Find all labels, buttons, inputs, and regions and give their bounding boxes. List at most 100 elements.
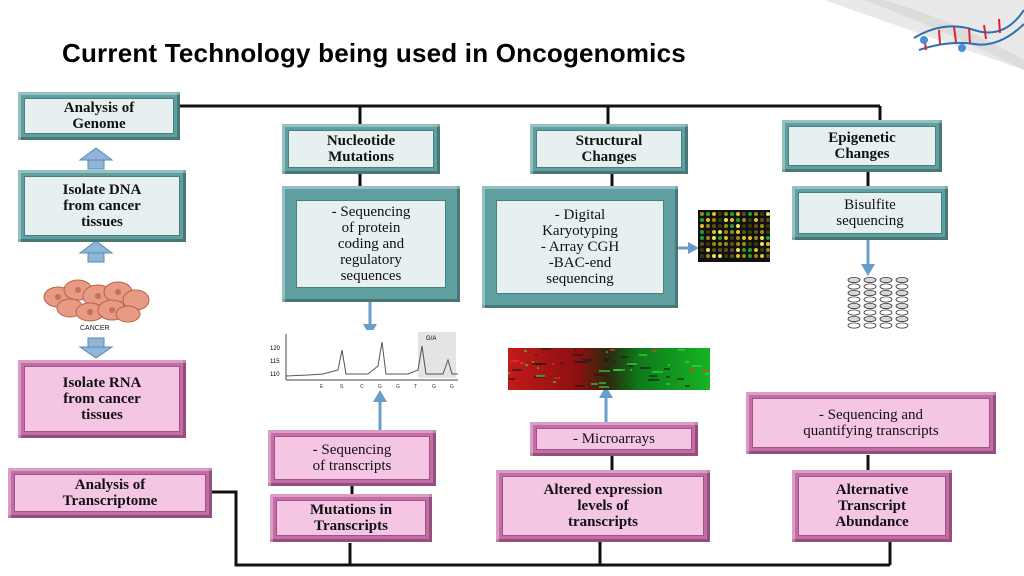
heatmap-stripe bbox=[677, 378, 684, 380]
structural-changes-label: Structural Changes bbox=[536, 130, 682, 168]
chromatin-bead bbox=[879, 296, 893, 303]
isolate-rna-label: Isolate RNA from cancer tissues bbox=[24, 366, 180, 432]
array-spot bbox=[700, 248, 704, 252]
array-spot bbox=[754, 230, 758, 234]
chromatin-bead bbox=[847, 277, 861, 283]
analysis-of-transcriptome-label: Analysis of Transcriptome bbox=[14, 474, 206, 512]
chromatin-bead bbox=[847, 302, 861, 309]
heatmap-stripe bbox=[668, 364, 670, 366]
heatmap-stripe bbox=[640, 367, 651, 369]
chromatin-bead bbox=[895, 322, 909, 329]
array-spot bbox=[706, 248, 710, 252]
array-spot bbox=[736, 212, 740, 216]
array-spot bbox=[718, 236, 722, 240]
array-spot bbox=[712, 224, 716, 228]
chromatin-bead bbox=[879, 316, 893, 323]
array-spot bbox=[718, 254, 722, 258]
array-spot bbox=[706, 236, 710, 240]
heatmap-stripe bbox=[574, 349, 576, 351]
chromatin-bead bbox=[895, 283, 909, 290]
array-spot bbox=[706, 212, 710, 216]
array-spot bbox=[736, 230, 740, 234]
array-spot bbox=[706, 218, 710, 222]
heatmap-stripe bbox=[536, 375, 545, 377]
array-spot bbox=[730, 236, 734, 240]
heatmap-stripe bbox=[614, 369, 625, 371]
heatmap-stripe bbox=[512, 369, 522, 371]
array-spot bbox=[742, 248, 746, 252]
array-spot bbox=[748, 224, 752, 228]
array-spot bbox=[754, 218, 758, 222]
array-spot bbox=[742, 242, 746, 246]
heatmap-stripe bbox=[599, 382, 606, 384]
chromatin-bead bbox=[847, 309, 861, 316]
array-spot bbox=[742, 254, 746, 258]
heatmap-stripe bbox=[689, 369, 695, 371]
array-spot bbox=[754, 224, 758, 228]
sequencing-transcripts-label: - Sequencing of transcripts bbox=[274, 436, 430, 480]
array-spot bbox=[766, 236, 770, 240]
heatmap-stripe bbox=[511, 360, 519, 362]
array-spot bbox=[760, 224, 764, 228]
sequencing-protein-box: - Sequencing of protein coding and regul… bbox=[282, 186, 460, 302]
array-spot bbox=[724, 248, 728, 252]
array-spot bbox=[730, 248, 734, 252]
sequencing-protein-label: - Sequencing of protein coding and regul… bbox=[296, 200, 446, 288]
mutations-in-transcripts-box: Mutations in Transcripts bbox=[270, 494, 432, 542]
chromatogram-base: C bbox=[360, 384, 364, 390]
heatmap-stripe bbox=[582, 359, 593, 361]
array-spot bbox=[736, 218, 740, 222]
chromatin-bead bbox=[879, 289, 893, 296]
array-spot bbox=[748, 212, 752, 216]
epigenetic-changes-box: Epigenetic Changes bbox=[782, 120, 942, 172]
heatmap-stripe bbox=[678, 349, 685, 351]
heatmap-stripe bbox=[652, 350, 657, 352]
heatmap-stripe bbox=[599, 370, 610, 372]
array-spot bbox=[760, 212, 764, 216]
chromatogram-corner-label: G/A bbox=[426, 336, 436, 342]
array-spot bbox=[718, 212, 722, 216]
heatmap-stripe bbox=[705, 373, 710, 375]
chromatogram-tick-110: 110 bbox=[270, 372, 280, 378]
array-spot bbox=[766, 230, 770, 234]
array-spot bbox=[724, 224, 728, 228]
heatmap-stripe bbox=[572, 354, 583, 356]
cancer-cells-image: CANCER bbox=[43, 279, 150, 332]
chromatogram-base: S bbox=[340, 384, 344, 390]
chromatin-bead bbox=[863, 322, 877, 329]
array-spot bbox=[754, 242, 758, 246]
array-spot bbox=[766, 212, 770, 216]
heatmap-stripe bbox=[648, 379, 659, 381]
array-spot bbox=[712, 254, 716, 258]
heatmap-stripe bbox=[575, 385, 584, 387]
heatmap-stripe bbox=[613, 360, 615, 362]
sequencing-quantifying-box: - Sequencing and quantifying transcripts bbox=[746, 392, 996, 454]
array-spot bbox=[718, 242, 722, 246]
array-spot bbox=[760, 230, 764, 234]
heatmap-stripe bbox=[630, 369, 632, 371]
array-spot bbox=[736, 242, 740, 246]
heatmap-stripe bbox=[649, 375, 657, 377]
array-spot bbox=[712, 218, 716, 222]
array-spot bbox=[748, 236, 752, 240]
analysis-of-genome-label: Analysis of Genome bbox=[24, 98, 174, 134]
structural-changes-box: Structural Changes bbox=[530, 124, 688, 174]
analysis-of-genome-box: Analysis of Genome bbox=[18, 92, 180, 140]
array-spot bbox=[766, 248, 770, 252]
array-spot bbox=[700, 236, 704, 240]
heatmap-stripe bbox=[628, 365, 633, 367]
array-spot bbox=[730, 230, 734, 234]
epigenetic-changes-label: Epigenetic Changes bbox=[788, 126, 936, 166]
chromatogram-base: G bbox=[378, 384, 382, 390]
chromatogram-tick-115: 115 bbox=[270, 359, 280, 365]
array-spot bbox=[760, 218, 764, 222]
nucleotide-mutations-box: Nucleotide Mutations bbox=[282, 124, 440, 174]
array-spot bbox=[724, 254, 728, 258]
heatmap-stripe bbox=[606, 351, 608, 353]
array-spot bbox=[754, 248, 758, 252]
chromatin-bead bbox=[895, 277, 909, 283]
heatmap-stripe bbox=[702, 370, 710, 372]
array-spot bbox=[742, 218, 746, 222]
heatmap-stripe bbox=[664, 368, 670, 370]
array-spot bbox=[706, 254, 710, 258]
